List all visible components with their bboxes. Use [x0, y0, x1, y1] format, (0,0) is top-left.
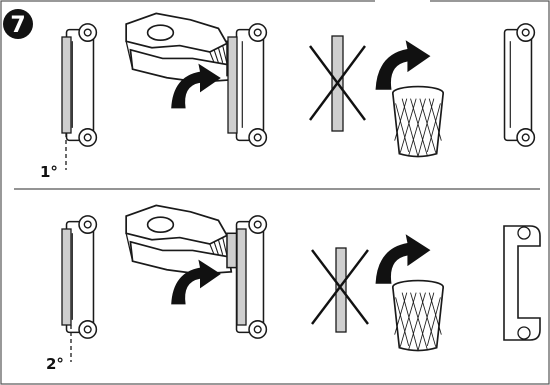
- crossed-strip-2-icon: [312, 248, 368, 332]
- pliers-icon: [126, 13, 240, 82]
- hinge-with-tab-icon: [62, 24, 96, 170]
- crossed-strip-icon: [310, 36, 365, 131]
- trash-bin-icon: [393, 87, 443, 157]
- pliers-2-icon: [126, 205, 240, 274]
- trash-bin-2-icon: [393, 281, 443, 351]
- step-number: 7: [10, 13, 25, 38]
- hinge-with-tab-2-icon: [228, 24, 266, 146]
- row-1-label: 1°: [40, 163, 58, 181]
- step-badge: 7: [3, 9, 33, 39]
- row-2: 2°: [46, 205, 540, 373]
- hinge-with-tab-3-icon: [62, 216, 96, 362]
- curved-arrow-4-icon: [376, 234, 431, 284]
- row-2-label: 2°: [46, 355, 64, 373]
- curved-arrow-2-icon: [376, 40, 431, 90]
- hinge-empty-2-icon: [504, 226, 540, 340]
- hinge-with-tab-4-icon: [237, 216, 267, 338]
- row-1: 1°: [40, 13, 534, 181]
- hinge-empty-icon: [505, 24, 535, 146]
